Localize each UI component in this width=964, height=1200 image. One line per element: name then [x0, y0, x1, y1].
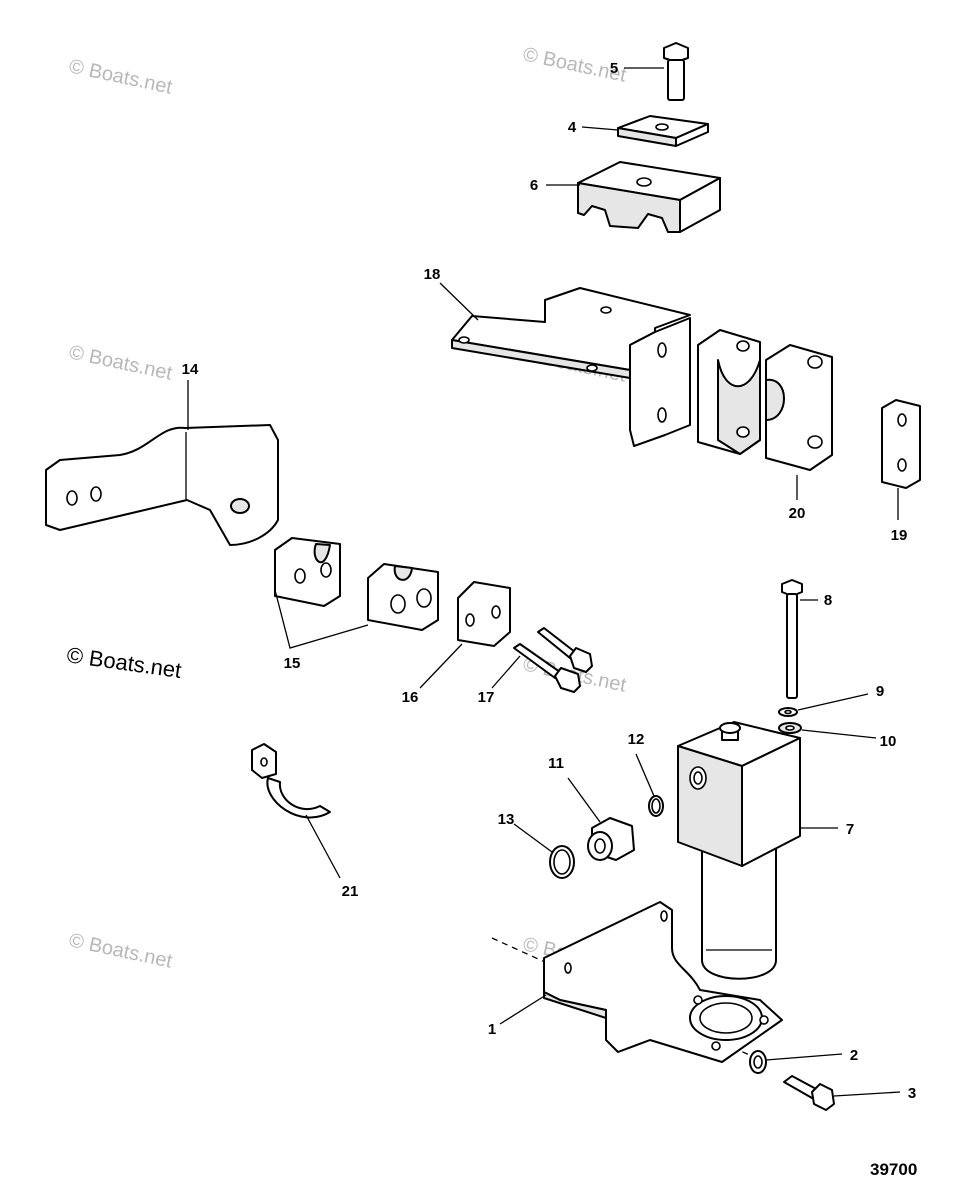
part-15-clamp-halves — [274, 537, 439, 649]
watermark-bottom-left: © Boats.net — [67, 929, 175, 972]
callout-4: 4 — [568, 119, 577, 136]
part-12-o-ring — [635, 753, 664, 817]
part-11-fitting — [567, 777, 635, 861]
callout-17: 17 — [478, 689, 495, 706]
callout-3: 3 — [908, 1085, 916, 1102]
part-18-bracket — [439, 282, 691, 447]
callout-15: 15 — [284, 655, 301, 672]
callout-2: 2 — [850, 1047, 858, 1064]
callout-labels: 5 4 6 18 14 20 19 8 15 16 17 9 10 12 11 … — [182, 60, 917, 1102]
callout-14: 14 — [182, 361, 199, 378]
part-14-bracket — [45, 380, 279, 546]
part-17-bolts — [491, 627, 593, 693]
callout-16: 16 — [402, 689, 419, 706]
part-4-plate — [581, 115, 709, 147]
watermark-main: © Boats.net — [65, 642, 183, 683]
callout-8: 8 — [824, 592, 832, 609]
callout-18: 18 — [424, 266, 441, 283]
part-13-o-ring — [513, 823, 575, 879]
callout-20: 20 — [789, 505, 806, 522]
part-21-clip — [251, 743, 341, 879]
part-6-clamp-block — [546, 161, 721, 233]
callout-19: 19 — [891, 527, 908, 544]
watermark-mid-left: © Boats.net — [67, 341, 175, 384]
callout-1: 1 — [488, 1021, 496, 1038]
part-20-split-block — [697, 329, 833, 500]
part-16-plate — [419, 581, 511, 689]
callout-7: 7 — [846, 821, 854, 838]
part-3-bolt — [783, 1075, 901, 1111]
callout-9: 9 — [876, 683, 884, 700]
watermark-top-left: © Boats.net — [67, 55, 175, 98]
part-9-10-washers — [778, 693, 877, 739]
callout-13: 13 — [498, 811, 515, 828]
part-2-washer — [749, 1050, 843, 1074]
watermarks: © Boats.net © Boats.net © Boats.net © Bo… — [65, 43, 628, 976]
part-8-long-bolt — [781, 579, 818, 699]
callout-21: 21 — [342, 883, 359, 900]
callout-10: 10 — [880, 733, 897, 750]
callout-12: 12 — [628, 731, 645, 748]
part-1-mounting-bracket — [491, 901, 783, 1063]
part-7-filter-assembly — [677, 721, 838, 980]
callout-5: 5 — [610, 60, 618, 77]
callout-11: 11 — [548, 755, 564, 772]
callout-6: 6 — [530, 177, 538, 194]
part-5-bolt — [624, 42, 689, 101]
part-19-plate — [881, 399, 921, 520]
figure-number: 39700 — [870, 1160, 917, 1179]
